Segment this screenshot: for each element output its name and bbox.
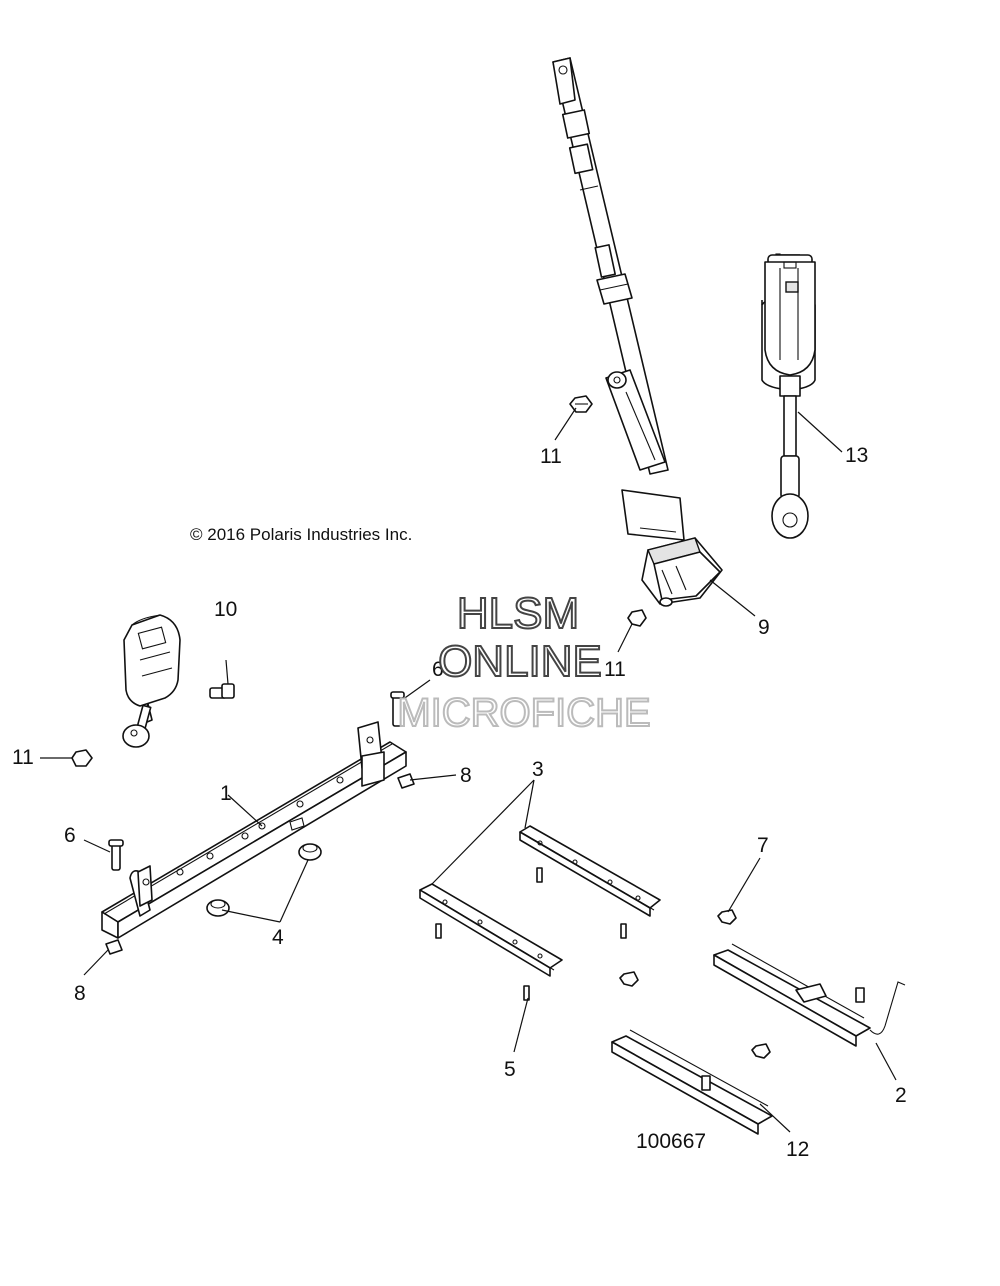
callout-3: 3 [532,758,544,781]
callout-4: 4 [272,926,284,949]
slide-rail-12-part [611,971,773,1135]
seat-crossmember-part [101,721,407,939]
callout-8-upper: 8 [460,764,472,787]
nut-11-middle-part [627,609,647,627]
grommet-4-upper-part [298,843,322,861]
copyright-text: © 2016 Polaris Industries Inc. [190,525,412,544]
callout-labels: 1 2 3 4 5 6 6 7 8 8 9 10 11 11 11 12 13 [12,444,907,1161]
callout-10: 10 [214,598,237,621]
seat-belt-buckle-part [761,253,816,539]
callout-12: 12 [786,1138,809,1161]
callout-1: 1 [220,782,232,805]
nut-8-upper-part [397,773,415,789]
nut-11-upper-part [569,395,593,413]
slide-rail-2-part [713,909,906,1047]
callout-11-upper: 11 [540,445,562,468]
slide-rail-3-lower-part [419,883,563,977]
callout-9: 9 [758,616,770,639]
nut-8-lower-part [105,939,123,955]
screw-5-part [435,867,627,1001]
watermark: HLSM ONLINE MICROFICHE [396,588,651,736]
callout-8-lower: 8 [74,982,86,1005]
leader-lines [40,407,897,1133]
callout-2: 2 [895,1084,907,1107]
bolt-6-lower-part [108,839,124,871]
callout-11-left: 11 [12,746,34,769]
watermark-line-1: HLSM [457,589,579,638]
callout-6-upper: 6 [432,658,444,681]
seat-belt-retractor-part [552,57,723,607]
callout-5: 5 [504,1058,516,1081]
callout-6-lower: 6 [64,824,76,847]
watermark-line-3: MICROFICHE [397,691,650,735]
watermark-line-2: ONLINE [438,637,602,686]
callout-11-middle: 11 [604,658,626,681]
slide-rail-3-upper-part [519,825,661,917]
diagram-number: 100667 [636,1130,706,1153]
left-buckle-part [122,614,181,748]
nut-11-left-part [71,749,93,767]
callout-13: 13 [845,444,868,467]
grommet-4-lower-part [206,899,230,917]
bolt-10-part [209,659,235,699]
callout-7: 7 [757,834,769,857]
bolt-6-upper-part [390,691,405,727]
